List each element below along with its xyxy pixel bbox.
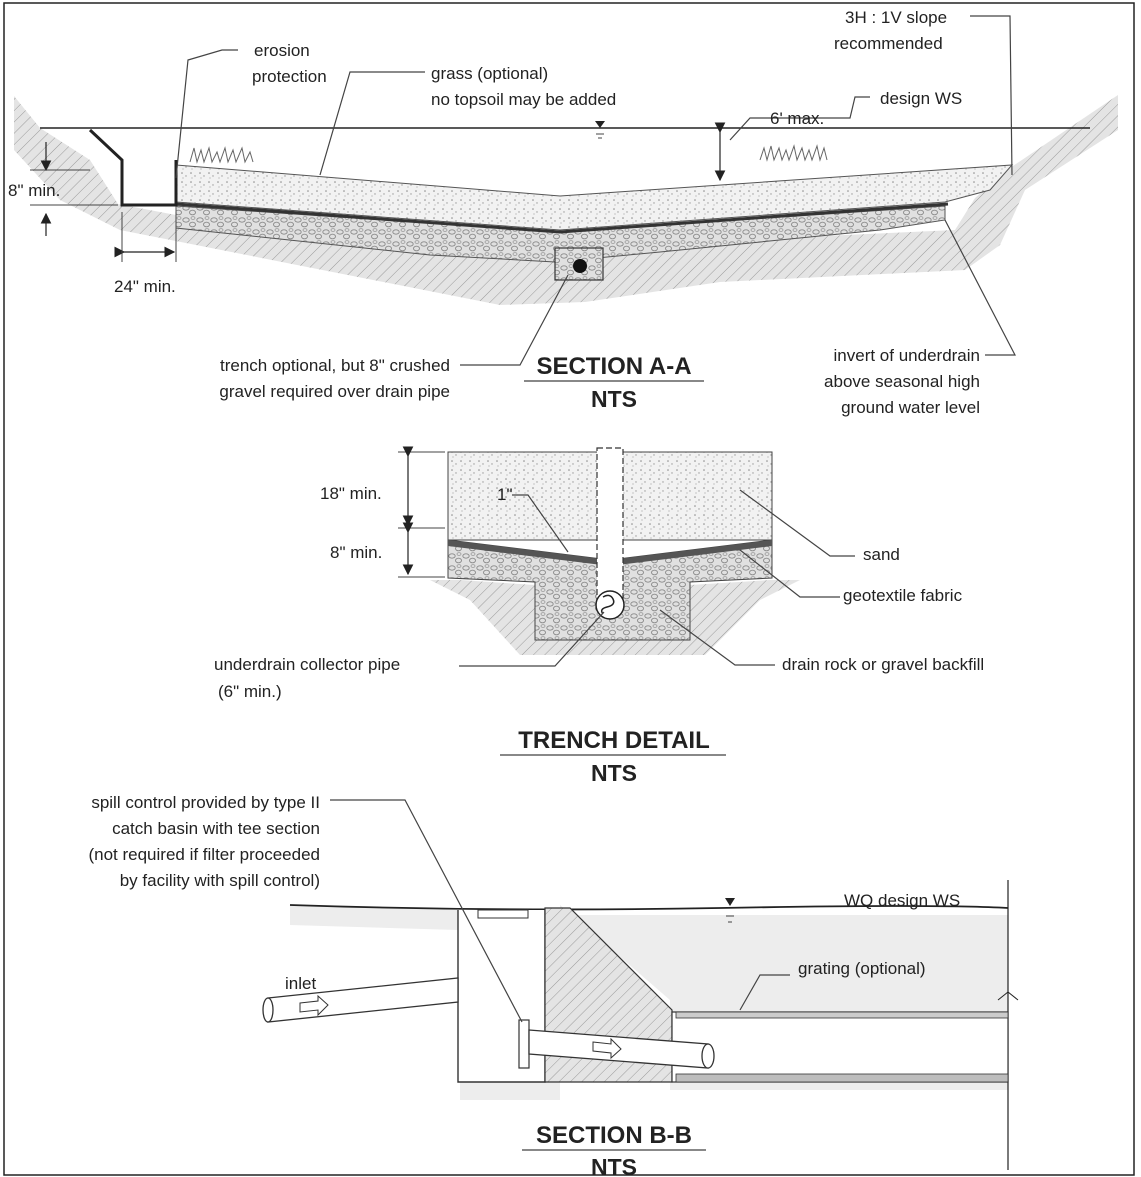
section-aa-drawing xyxy=(14,15,1118,366)
max-depth-label: 6' max. xyxy=(770,109,824,128)
catch-basin xyxy=(457,910,546,1083)
gravel-depth-label: 8" min. xyxy=(330,543,382,562)
trench-detail-drawing xyxy=(398,446,855,667)
grating-label: grating (optional) xyxy=(798,959,926,978)
section-aa-scale: NTS xyxy=(591,386,637,412)
one-inch-label: 1" xyxy=(497,485,513,504)
ground-hatch xyxy=(14,95,1118,305)
section-aa-title: SECTION A-A xyxy=(536,353,691,380)
grass-label: grass (optional)no topsoil may be added xyxy=(431,64,616,109)
section-bb-drawing xyxy=(262,799,1019,1170)
drain-pipe xyxy=(573,259,587,273)
grass-tufts xyxy=(189,144,828,164)
min-depth-label: 8" min. xyxy=(8,181,60,200)
drain-rock-label: drain rock or gravel backfill xyxy=(782,655,984,674)
sand-layer xyxy=(175,164,1014,231)
geotextile-line xyxy=(175,202,949,234)
filter-box xyxy=(671,1011,1009,1083)
riser-pipe xyxy=(596,447,624,609)
inlet-label: inlet xyxy=(285,974,316,993)
tee-section xyxy=(518,1019,530,1069)
section-bb-scale: NTS xyxy=(591,1154,637,1177)
water-level-symbol xyxy=(595,121,605,128)
min-width-label: 24" min. xyxy=(114,277,176,296)
erosion-protection-liner xyxy=(88,128,178,207)
sand-label: sand xyxy=(863,545,900,564)
collector-pipe xyxy=(595,590,625,620)
collector-pipe-label: underdrain collector pipe(6" min.) xyxy=(214,655,400,701)
trench-hatch xyxy=(430,580,800,655)
grating xyxy=(675,1011,1009,1019)
trench-detail-title: TRENCH DETAIL xyxy=(518,727,710,754)
wq-level-symbol xyxy=(725,898,735,906)
page-border xyxy=(3,2,1135,1176)
sand-depth-label: 18" min. xyxy=(320,484,382,503)
design-ws-label: design WS xyxy=(880,89,962,108)
geotextile-label: geotextile fabric xyxy=(843,586,963,605)
trench-detail-scale: NTS xyxy=(591,760,637,786)
section-bb-title: SECTION B-B xyxy=(536,1122,692,1149)
wq-design-ws-label: WQ design WS xyxy=(844,891,960,910)
